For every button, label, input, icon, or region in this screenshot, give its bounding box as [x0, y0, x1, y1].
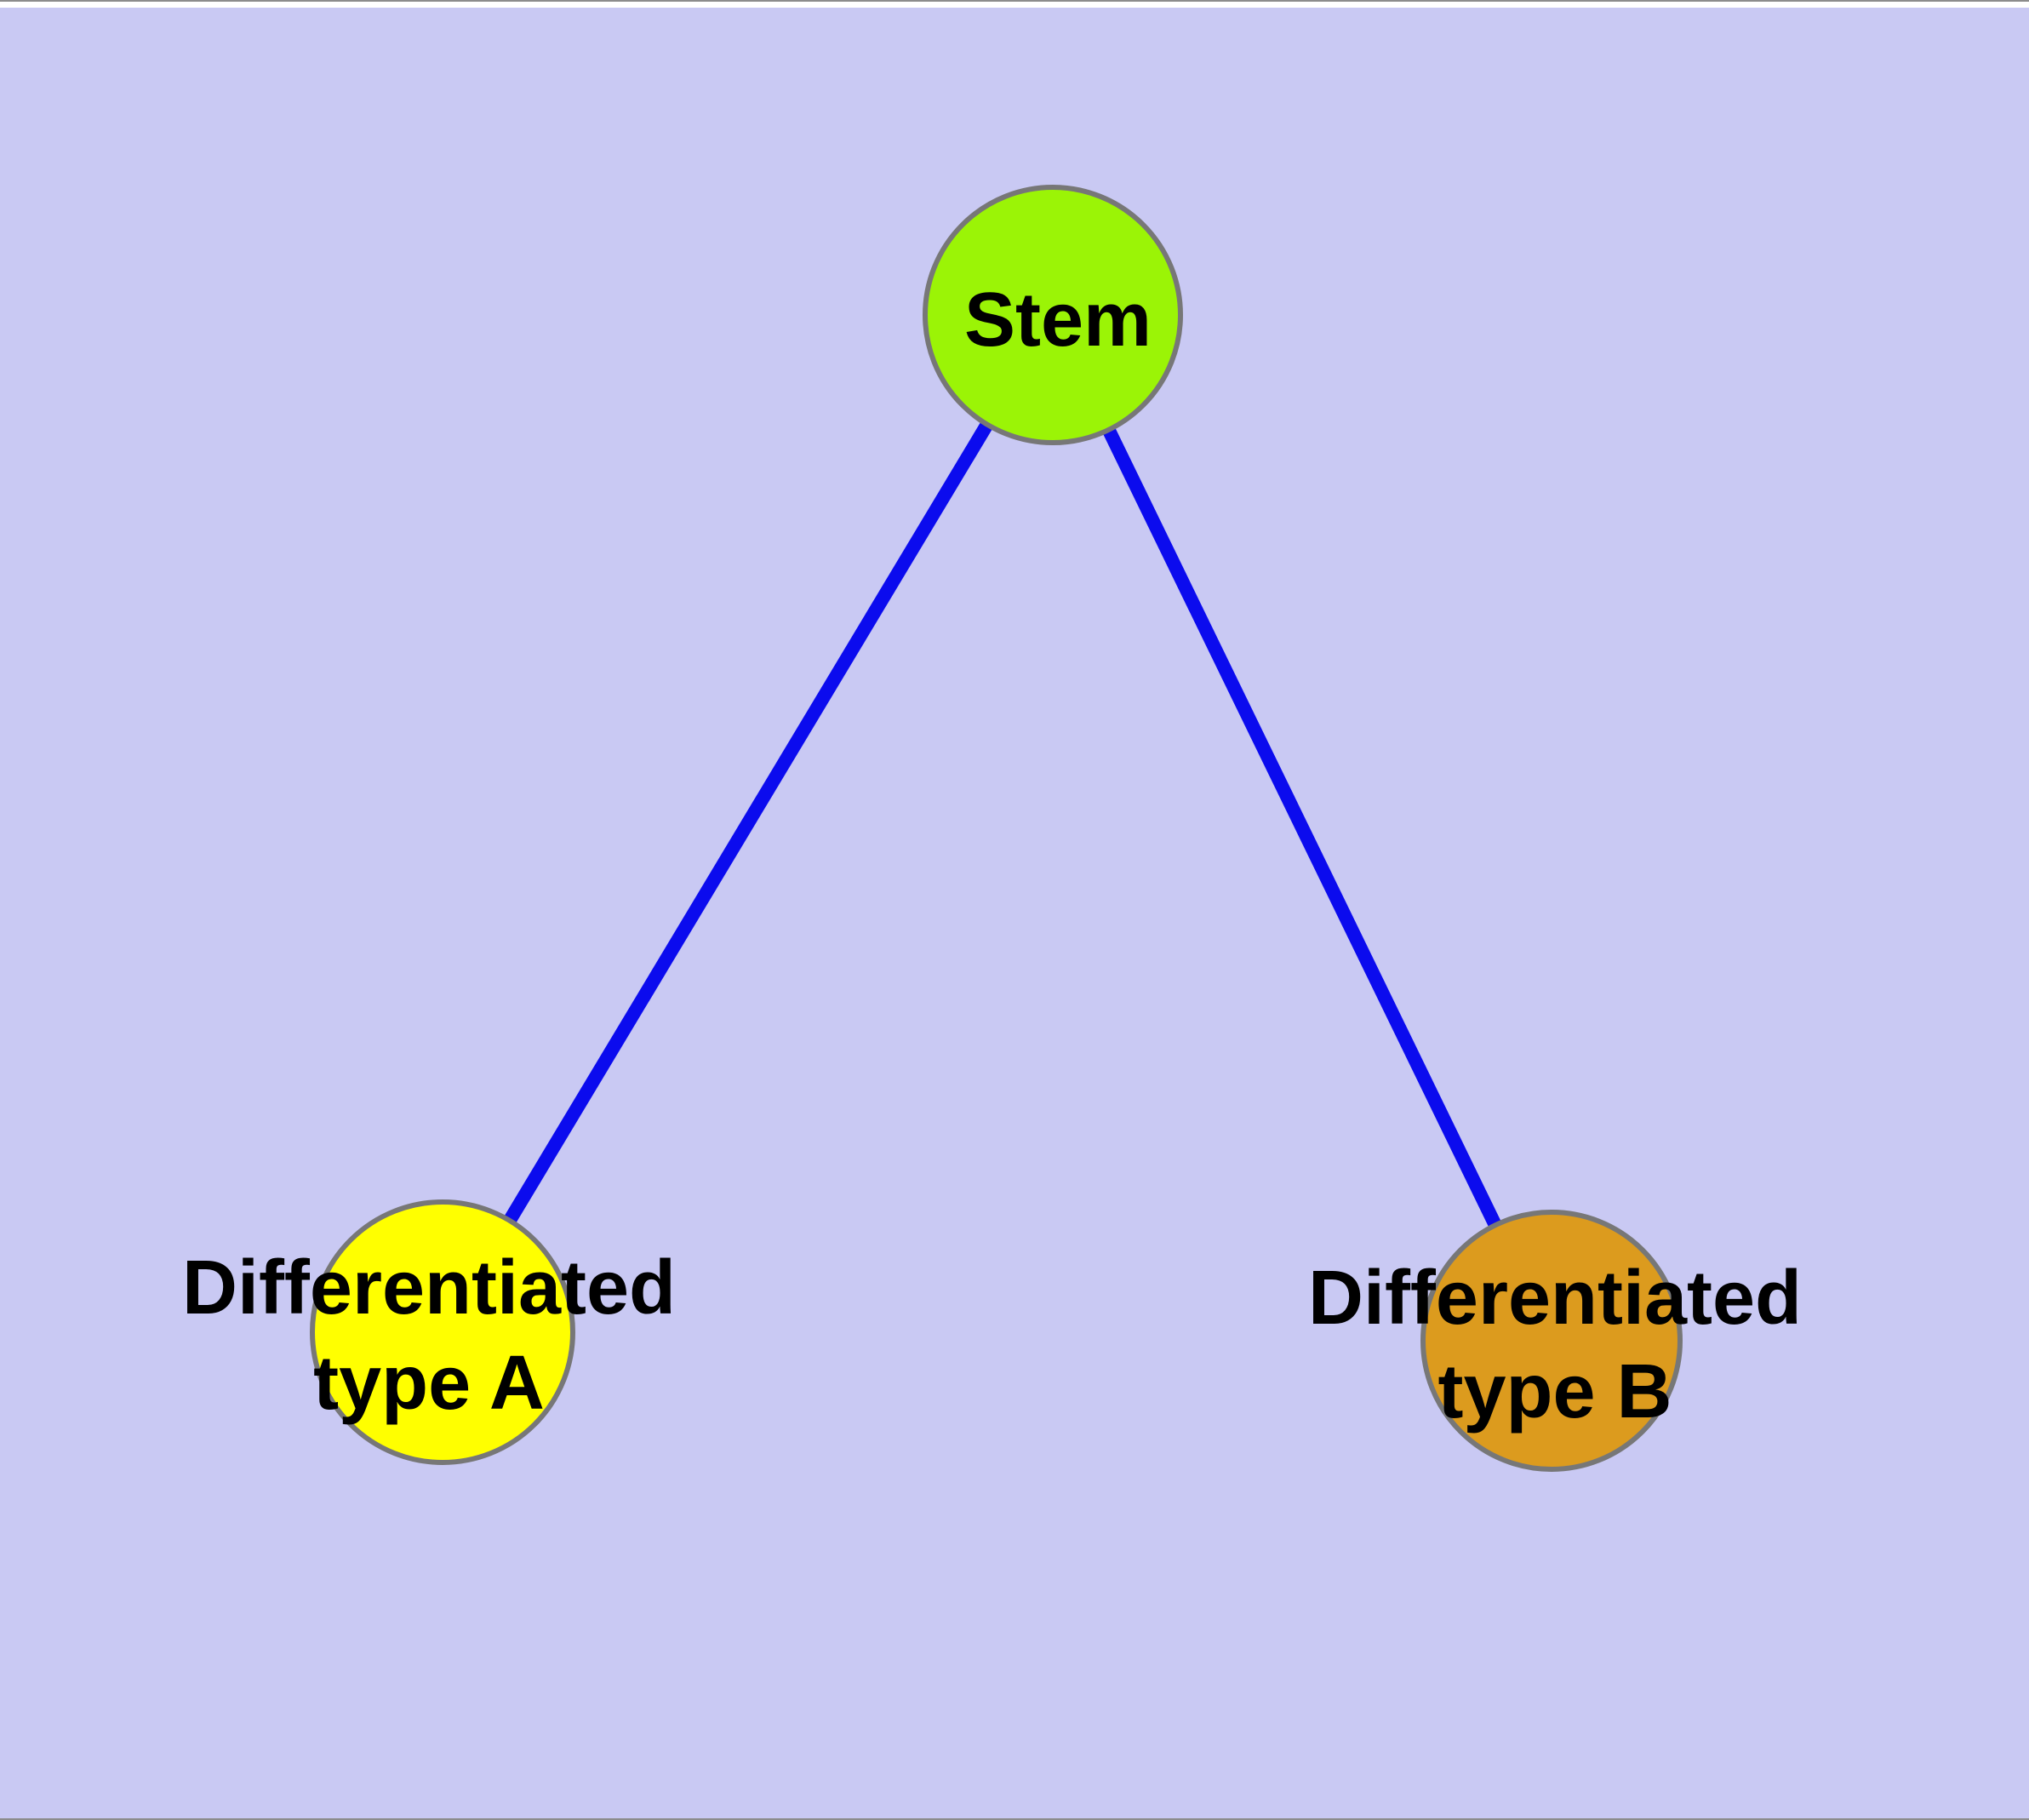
edge-stem-to-type-a: [437, 311, 1059, 1336]
differentiated-type-b-node: [1420, 1210, 1683, 1472]
differentiated-type-a-label-line2: type A: [313, 1341, 545, 1426]
differentiated-type-a-label-line1: Differentiated: [182, 1245, 676, 1331]
stem-node-label: Stem: [964, 278, 1152, 363]
window-frame-bottom-line: [0, 1818, 2029, 1820]
stem-node: [923, 185, 1183, 445]
differentiated-type-b-label-line1: Differentiated: [1308, 1256, 1802, 1341]
differentiated-type-b-label-line2: type B: [1437, 1349, 1672, 1434]
differentiated-type-a-node: [310, 1199, 575, 1465]
window-top-strip: [0, 0, 2029, 8]
edge-stem-to-type-b: [1046, 312, 1558, 1344]
window-frame-top-line: [0, 0, 2029, 2]
